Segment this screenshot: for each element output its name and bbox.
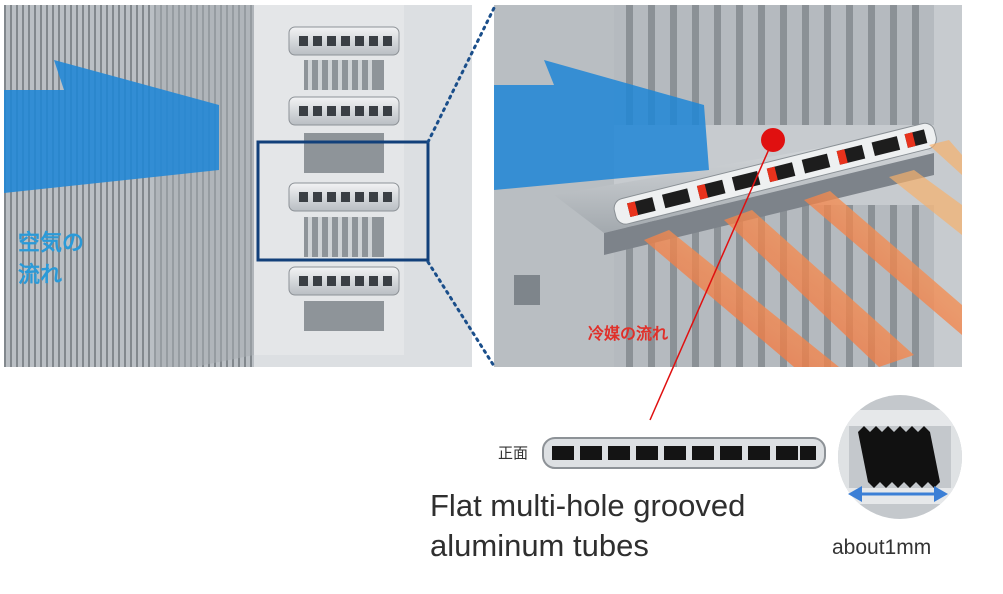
air-flow-arrow-closeup bbox=[494, 60, 709, 190]
heat-exchanger-illustration bbox=[4, 5, 472, 367]
air-flow-label-line1: 空気の bbox=[18, 231, 85, 256]
refrigerant-flow-label: 冷媒の流れ bbox=[588, 324, 669, 343]
hole-detail-magnifier bbox=[838, 395, 962, 519]
tube-width-label: about1mm bbox=[832, 536, 932, 559]
tube-caption: Flat multi-hole grooved aluminum tubes bbox=[430, 486, 745, 566]
caption-line1: Flat multi-hole grooved bbox=[430, 488, 746, 523]
zoom-connector-bottom bbox=[426, 260, 496, 368]
tube-cross-section bbox=[542, 437, 826, 469]
pointer-line bbox=[649, 139, 774, 421]
air-flow-arrow bbox=[4, 60, 219, 193]
air-flow-label: 空気の 流れ bbox=[18, 228, 84, 292]
air-flow-label-line2: 流れ bbox=[18, 263, 63, 288]
front-view-label: 正面 bbox=[498, 444, 529, 462]
highlight-box bbox=[256, 140, 430, 262]
tube-end-face bbox=[613, 122, 937, 225]
pointer-dot bbox=[761, 128, 785, 152]
heat-exchanger-overview-photo bbox=[4, 5, 472, 367]
zoom-connector-top bbox=[426, 6, 496, 144]
tube-closeup-photo bbox=[494, 5, 962, 367]
tube-closeup-illustration bbox=[494, 5, 962, 367]
width-arrow bbox=[848, 486, 948, 502]
caption-line2: aluminum tubes bbox=[430, 528, 649, 563]
tube-ends bbox=[288, 26, 400, 296]
refrigerant-flow-arrow bbox=[644, 140, 962, 367]
